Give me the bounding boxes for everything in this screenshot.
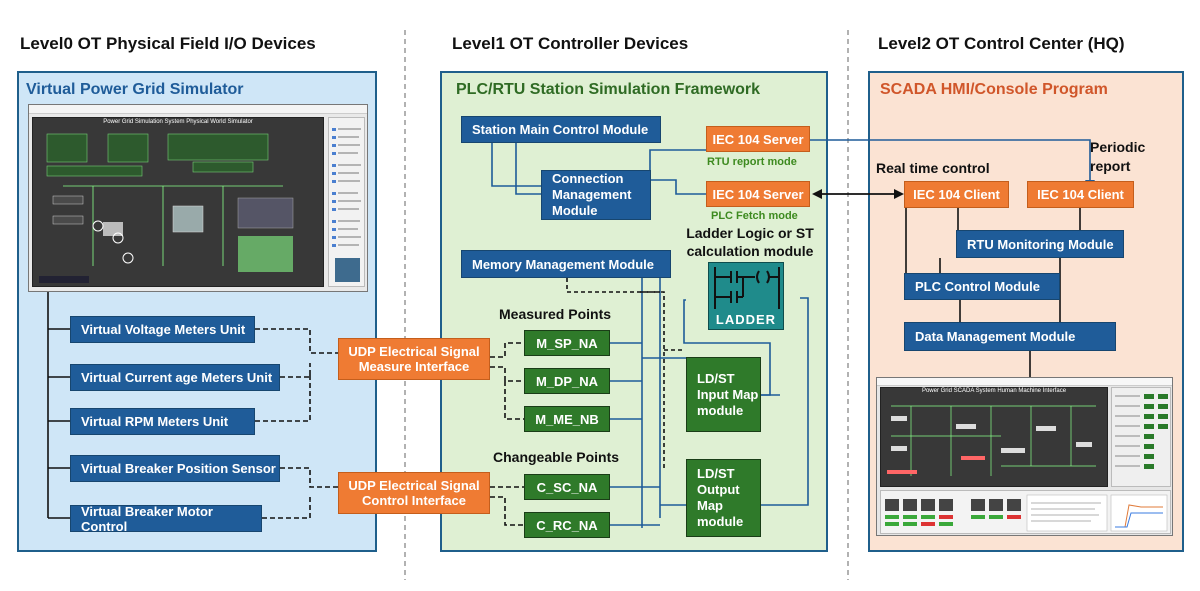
rtu-monitoring-module: RTU Monitoring Module bbox=[956, 230, 1124, 258]
iec-104-client-realtime: IEC 104 Client bbox=[904, 181, 1009, 208]
changeable-points-label: Changeable Points bbox=[493, 449, 620, 465]
plc-control-module: PLC Control Module bbox=[904, 273, 1060, 300]
iec-104-server-rtu: IEC 104 Server bbox=[706, 126, 810, 152]
virtual-voltage-meters-unit: Virtual Voltage Meters Unit bbox=[70, 316, 255, 343]
periodic-report-label: Periodic report bbox=[1090, 139, 1146, 174]
scada-screenshot-title: Power Grid SCADA System Human Machine In… bbox=[921, 388, 1067, 394]
point-m-dp-na: M_DP_NA bbox=[524, 368, 610, 394]
memory-management-module: Memory Management Module bbox=[461, 250, 671, 278]
virtual-breaker-motor-control: Virtual Breaker Motor Control bbox=[70, 504, 262, 534]
measured-points-label: Measured Points bbox=[499, 306, 612, 322]
point-c-rc-na: C_RC_NA bbox=[524, 512, 610, 538]
level1-title: Level1 OT Controller Devices bbox=[452, 34, 689, 53]
iec-104-client-periodic: IEC 104 Client bbox=[1027, 181, 1134, 208]
iec-104-server-plc: IEC 104 Server bbox=[706, 181, 810, 207]
scada-bottom-panels bbox=[885, 494, 1168, 532]
simulator-control-panel bbox=[332, 128, 361, 282]
virtual-current-meters-unit: Virtual Current age Meters Unit bbox=[70, 364, 280, 391]
station-main-control-module: Station Main Control Module bbox=[461, 116, 661, 143]
data-management-module: Data Management Module bbox=[904, 322, 1116, 351]
virtual-rpm-meters-unit: Virtual RPM Meters Unit bbox=[70, 408, 255, 435]
scada-hmi-screenshot: Power Grid SCADA System Human Machine In… bbox=[876, 377, 1173, 536]
real-time-control-label: Real time control bbox=[876, 160, 990, 176]
level1-panel-title: PLC/RTU Station Simulation Framework bbox=[456, 81, 761, 98]
ladder-icon bbox=[714, 267, 780, 309]
connection-management-module: Connection Management Module bbox=[541, 170, 651, 220]
ladder-logic-module: LADDER bbox=[708, 262, 784, 330]
scada-grid-drawing bbox=[887, 405, 1096, 476]
udp-measure-interface: UDP Electrical Signal Measure Interface bbox=[338, 338, 490, 380]
udp-control-interface: UDP Electrical Signal Control Interface bbox=[338, 472, 490, 514]
level2-title: Level2 OT Control Center (HQ) bbox=[878, 34, 1125, 53]
ladder-label: LADDER bbox=[715, 312, 777, 327]
ld-st-input-map-module: LD/ST Input Map module bbox=[686, 357, 761, 432]
simulator-screenshot-title: Power Grid Simulation System Physical Wo… bbox=[103, 119, 253, 125]
level0-panel-title: Virtual Power Grid Simulator bbox=[26, 81, 244, 98]
rtu-report-mode-label: RTU report mode bbox=[707, 156, 797, 168]
virtual-breaker-position-sensor: Virtual Breaker Position Sensor bbox=[70, 455, 280, 482]
simulator-screenshot: Power Grid Simulation System Physical Wo… bbox=[28, 104, 368, 292]
simulator-grid-drawing bbox=[39, 133, 294, 283]
point-m-me-nb: M_ME_NB bbox=[524, 406, 610, 432]
ladder-logic-title: Ladder Logic or ST calculation module bbox=[686, 225, 814, 259]
point-m-sp-na: M_SP_NA bbox=[524, 330, 610, 356]
plc-fetch-mode-label: PLC Fetch mode bbox=[711, 210, 798, 222]
point-c-sc-na: C_SC_NA bbox=[524, 474, 610, 500]
level0-title: Level0 OT Physical Field I/O Devices bbox=[20, 34, 316, 53]
ld-st-output-map-module: LD/ST Output Map module bbox=[686, 459, 761, 537]
level2-panel-title: SCADA HMI/Console Program bbox=[880, 81, 1108, 98]
scada-status-panel bbox=[1115, 394, 1168, 469]
